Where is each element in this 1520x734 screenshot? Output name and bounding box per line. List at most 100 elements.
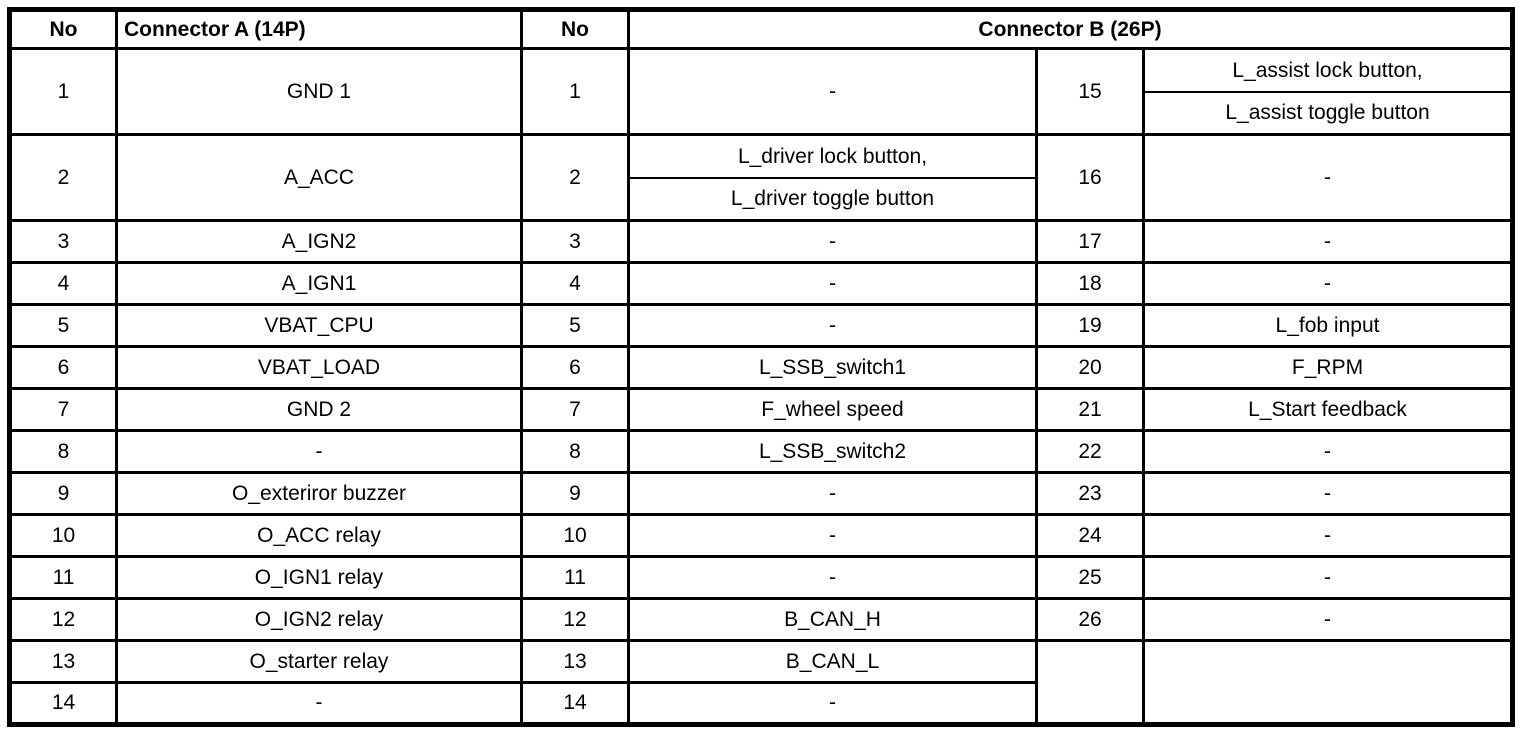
pin-signal-cell: - <box>627 471 1038 516</box>
pin-no-cell: 22 <box>1035 429 1145 474</box>
pin-no-cell: 26 <box>1035 597 1145 642</box>
pin-no-cell: 5 <box>520 303 630 348</box>
pin-signal-cell: - <box>115 681 523 726</box>
header-connector-b: Connector B (26P) <box>626 8 1515 50</box>
pin-no-cell: 2 <box>8 133 118 222</box>
pin-signal-cell: L_SSB_switch1 <box>627 345 1038 390</box>
pin-no-cell: 9 <box>8 471 118 516</box>
pin-no-cell: 7 <box>520 387 630 432</box>
pin-no-cell: 8 <box>520 429 630 474</box>
pin-no-cell: 14 <box>520 681 630 726</box>
pin-no-cell: 19 <box>1035 303 1145 348</box>
pin-signal-cell: - <box>627 681 1038 726</box>
pin-no-cell: 3 <box>520 219 630 264</box>
pin-signal-cell: F_wheel speed <box>627 387 1038 432</box>
pin-no-cell: 9 <box>520 471 630 516</box>
table-row: 14 - 14 - <box>8 681 1513 726</box>
pin-signal-cell: L_assist lock button, <box>1141 47 1515 93</box>
table-row: 2 A_ACC 2 L_driver lock button, 16 - <box>8 133 1515 222</box>
pin-signal-cell: - <box>1141 261 1515 306</box>
empty-cell <box>1141 639 1515 726</box>
table-row: 8 - 8 L_SSB_switch2 22 - <box>8 429 1515 474</box>
table-row: 6 VBAT_LOAD 6 L_SSB_switch1 20 F_RPM <box>8 345 1515 390</box>
table-header-row: No Connector A (14P) No Connector B (26P… <box>8 8 1515 50</box>
pin-signal-cell: A_IGN1 <box>115 261 523 306</box>
pin-no-cell: 17 <box>1035 219 1145 264</box>
pin-signal-cell: GND 1 <box>115 47 523 136</box>
pin-signal-cell: L_driver toggle button <box>627 176 1038 222</box>
pin-no-cell: 20 <box>1035 345 1145 390</box>
pin-signal-cell: A_IGN2 <box>115 219 523 264</box>
table-row: 12 O_IGN2 relay 12 B_CAN_H 26 - <box>8 597 1515 642</box>
pin-no-cell: 1 <box>8 47 118 136</box>
pin-no-cell: 15 <box>1035 47 1145 136</box>
pin-no-cell: 24 <box>1035 513 1145 558</box>
table-row: 10 O_ACC relay 10 - 24 - <box>8 513 1515 558</box>
pin-signal-cell: - <box>627 261 1038 306</box>
pin-no-cell: 10 <box>8 513 118 558</box>
pin-signal-cell: B_CAN_L <box>627 639 1038 684</box>
table-row: 7 GND 2 7 F_wheel speed 21 L_Start feedb… <box>8 387 1515 432</box>
pin-signal-cell: O_exteriror buzzer <box>115 471 523 516</box>
pin-signal-cell: - <box>627 47 1038 136</box>
pin-signal-cell: GND 2 <box>115 387 523 432</box>
pin-signal-cell: VBAT_CPU <box>115 303 523 348</box>
pin-signal-cell: L_driver lock button, <box>627 133 1038 179</box>
pin-signal-cell: F_RPM <box>1141 345 1515 390</box>
pin-no-cell: 5 <box>8 303 118 348</box>
pin-signal-cell: L_fob input <box>1141 303 1515 348</box>
table-row: 3 A_IGN2 3 - 17 - <box>8 219 1515 264</box>
pin-signal-cell: - <box>1141 555 1515 600</box>
pinout-table: No Connector A (14P) No Connector B (26P… <box>7 7 1516 727</box>
pin-signal-cell: O_IGN1 relay <box>115 555 523 600</box>
pin-no-cell: 4 <box>520 261 630 306</box>
pin-signal-cell: - <box>115 429 523 474</box>
pin-no-cell: 2 <box>520 133 630 222</box>
pin-no-cell: 11 <box>8 555 118 600</box>
pin-no-cell: 12 <box>520 597 630 642</box>
table-subrow: L_assist toggle button <box>10 90 1515 136</box>
pin-signal-cell: - <box>1141 513 1515 558</box>
pin-signal-cell: L_assist toggle button <box>1141 90 1515 136</box>
pin-no-cell: 4 <box>8 261 118 306</box>
pin-signal-cell: - <box>1141 133 1515 222</box>
pin-signal-cell: - <box>1141 429 1515 474</box>
table-subrow: L_driver toggle button <box>10 176 1513 222</box>
pin-no-cell: 3 <box>8 219 118 264</box>
pin-signal-cell: O_ACC relay <box>115 513 523 558</box>
header-no-b: No <box>520 8 630 50</box>
header-no-a: No <box>8 8 118 50</box>
table-row: 5 VBAT_CPU 5 - 19 L_fob input <box>8 303 1515 348</box>
table-row: 9 O_exteriror buzzer 9 - 23 - <box>8 471 1515 516</box>
header-connector-a: Connector A (14P) <box>115 8 523 50</box>
pin-signal-cell: - <box>1141 219 1515 264</box>
pin-no-cell: 13 <box>520 639 630 684</box>
pin-no-cell: 6 <box>8 345 118 390</box>
pin-signal-cell: - <box>627 513 1038 558</box>
table-row: 4 A_IGN1 4 - 18 - <box>8 261 1515 306</box>
pin-signal-cell: L_Start feedback <box>1141 387 1515 432</box>
table-row: 1 GND 1 1 - 15 L_assist lock button, <box>8 47 1515 136</box>
pin-no-cell: 25 <box>1035 555 1145 600</box>
pin-no-cell: 11 <box>520 555 630 600</box>
pin-signal-cell: VBAT_LOAD <box>115 345 523 390</box>
pin-signal-cell: O_starter relay <box>115 639 523 684</box>
pin-no-cell: 23 <box>1035 471 1145 516</box>
pin-no-cell: 7 <box>8 387 118 432</box>
pin-signal-cell: - <box>627 555 1038 600</box>
pin-no-cell: 16 <box>1035 133 1145 222</box>
pin-no-cell: 13 <box>8 639 118 684</box>
pin-no-cell: 6 <box>520 345 630 390</box>
pin-no-cell: 10 <box>520 513 630 558</box>
pin-no-cell: 18 <box>1035 261 1145 306</box>
pin-no-cell: 21 <box>1035 387 1145 432</box>
pin-signal-cell: - <box>1141 471 1515 516</box>
pin-no-cell: 8 <box>8 429 118 474</box>
pin-signal-cell: - <box>1141 597 1515 642</box>
pin-no-cell: 14 <box>8 681 118 726</box>
pin-signal-cell: O_IGN2 relay <box>115 597 523 642</box>
empty-cell <box>1035 639 1145 726</box>
table-row: 11 O_IGN1 relay 11 - 25 - <box>8 555 1515 600</box>
pin-no-cell: 12 <box>8 597 118 642</box>
